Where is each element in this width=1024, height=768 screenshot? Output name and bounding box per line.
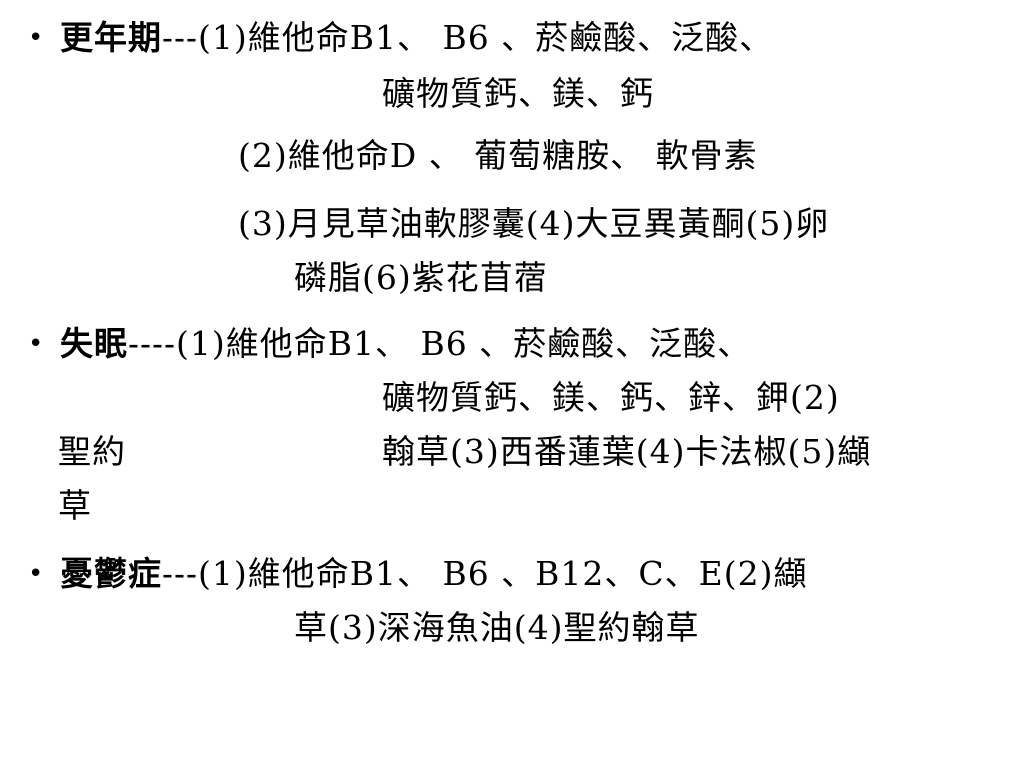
item-separator: --- — [162, 555, 198, 592]
item-text: 聖約 — [58, 432, 126, 471]
item-heading: 憂鬱症 — [60, 554, 162, 593]
bullet-marker: • — [28, 23, 44, 53]
item-text: 草 — [58, 486, 92, 525]
bullet-marker: • — [28, 559, 44, 589]
bullet-marker: • — [28, 329, 44, 359]
item-text: (3)月見草油軟膠囊(4)大豆異黃酮(5)卵 — [238, 204, 830, 243]
item-separator: ---- — [128, 325, 176, 362]
item-depression-line-1: 憂鬱症---(1)維他命B1、 B6 、B12、C、E(2)纈 — [60, 554, 808, 594]
item-text: 磷脂(6)紫花苜蓿 — [294, 258, 548, 297]
item-text: (1)維他命B1、 B6 、菸鹼酸、泛酸、 — [175, 324, 752, 363]
item-text: 礦物質鈣、鎂、鈣 — [382, 74, 654, 113]
item-heading: 失眠 — [60, 324, 128, 363]
item-text: 礦物質鈣、鎂、鈣、鋅、鉀(2) — [382, 378, 840, 417]
item-text: (1)維他命B1、 B6 、菸鹼酸、泛酸、 — [197, 18, 774, 57]
item-insomnia-line-1: 失眠----(1)維他命B1、 B6 、菸鹼酸、泛酸、 — [60, 324, 751, 364]
item-text: 翰草(3)西番蓮葉(4)卡法椒(5)纈 — [382, 432, 872, 471]
item-text: (1)維他命B1、 B6 、B12、C、E(2)纈 — [197, 554, 808, 593]
item-menopause-line-1: 更年期---(1)維他命B1、 B6 、菸鹼酸、泛酸、 — [60, 18, 773, 58]
item-text: (2)維他命D 、 葡萄糖胺、 軟骨素 — [238, 136, 758, 175]
item-heading: 更年期 — [60, 18, 162, 57]
item-text: 草(3)深海魚油(4)聖約翰草 — [294, 608, 700, 647]
item-separator: --- — [162, 19, 198, 56]
